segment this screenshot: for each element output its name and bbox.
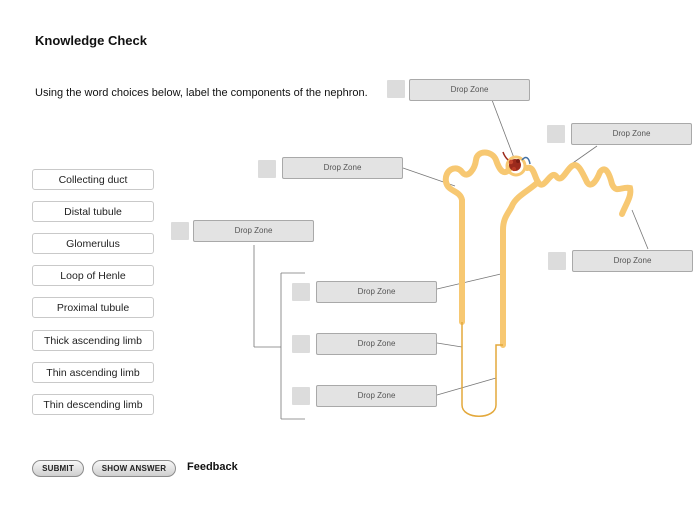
glomerulus-shape: [502, 151, 531, 177]
drop-zone-marker: [292, 335, 310, 353]
word-choice-thin-descending-limb[interactable]: Thin descending limb: [32, 394, 154, 415]
leader-line-proximal: [569, 145, 598, 166]
word-choice-thick-ascending-limb[interactable]: Thick ascending limb: [32, 330, 154, 351]
drop-zone-distal[interactable]: Drop Zone: [282, 157, 403, 179]
drop-zone-loop[interactable]: Drop Zone: [193, 220, 314, 242]
drop-zone-thin-descending[interactable]: Drop Zone: [316, 333, 437, 355]
leader-line-thick-asc: [436, 272, 506, 290]
drop-zone-marker: [258, 160, 276, 178]
drop-zone-marker: [387, 80, 405, 98]
word-choice-proximal-tubule[interactable]: Proximal tubule: [32, 297, 154, 318]
leader-line-collecting: [631, 209, 649, 250]
leader-line-thin-desc: [436, 342, 463, 348]
word-choice-loop-of-henle[interactable]: Loop of Henle: [32, 265, 154, 286]
page-title: Knowledge Check: [35, 33, 147, 48]
drop-zone-marker: [548, 252, 566, 270]
proximal-tubule-shape: [524, 162, 634, 217]
drop-zone-proximal[interactable]: Drop Zone: [571, 123, 692, 145]
drop-zone-collecting[interactable]: Drop Zone: [572, 250, 693, 272]
leader-line-glomerulus: [491, 99, 515, 159]
drop-zone-marker: [292, 387, 310, 405]
drop-zone-marker: [292, 283, 310, 301]
drop-zone-thin-ascending[interactable]: Drop Zone: [316, 385, 437, 407]
word-choice-collecting-duct[interactable]: Collecting duct: [32, 169, 154, 190]
distal-tubule-shape: [442, 149, 513, 325]
word-choice-distal-tubule[interactable]: Distal tubule: [32, 201, 154, 222]
drop-zone-glomerulus[interactable]: Drop Zone: [409, 79, 530, 101]
show-answer-button[interactable]: SHOW ANSWER: [92, 460, 176, 477]
loop-of-henle-shape: [461, 322, 503, 417]
drop-zone-marker: [547, 125, 565, 143]
instruction-text: Using the word choices below, label the …: [35, 87, 368, 99]
submit-button[interactable]: SUBMIT: [32, 460, 84, 477]
drop-zone-thick-ascending[interactable]: Drop Zone: [316, 281, 437, 303]
drop-zone-marker: [171, 222, 189, 240]
leader-line-thin-asc: [436, 377, 497, 396]
word-choice-thin-ascending-limb[interactable]: Thin ascending limb: [32, 362, 154, 383]
thick-ascending-shape: [500, 179, 541, 348]
feedback-label: Feedback: [187, 461, 238, 473]
word-choice-glomerulus[interactable]: Glomerulus: [32, 233, 154, 254]
